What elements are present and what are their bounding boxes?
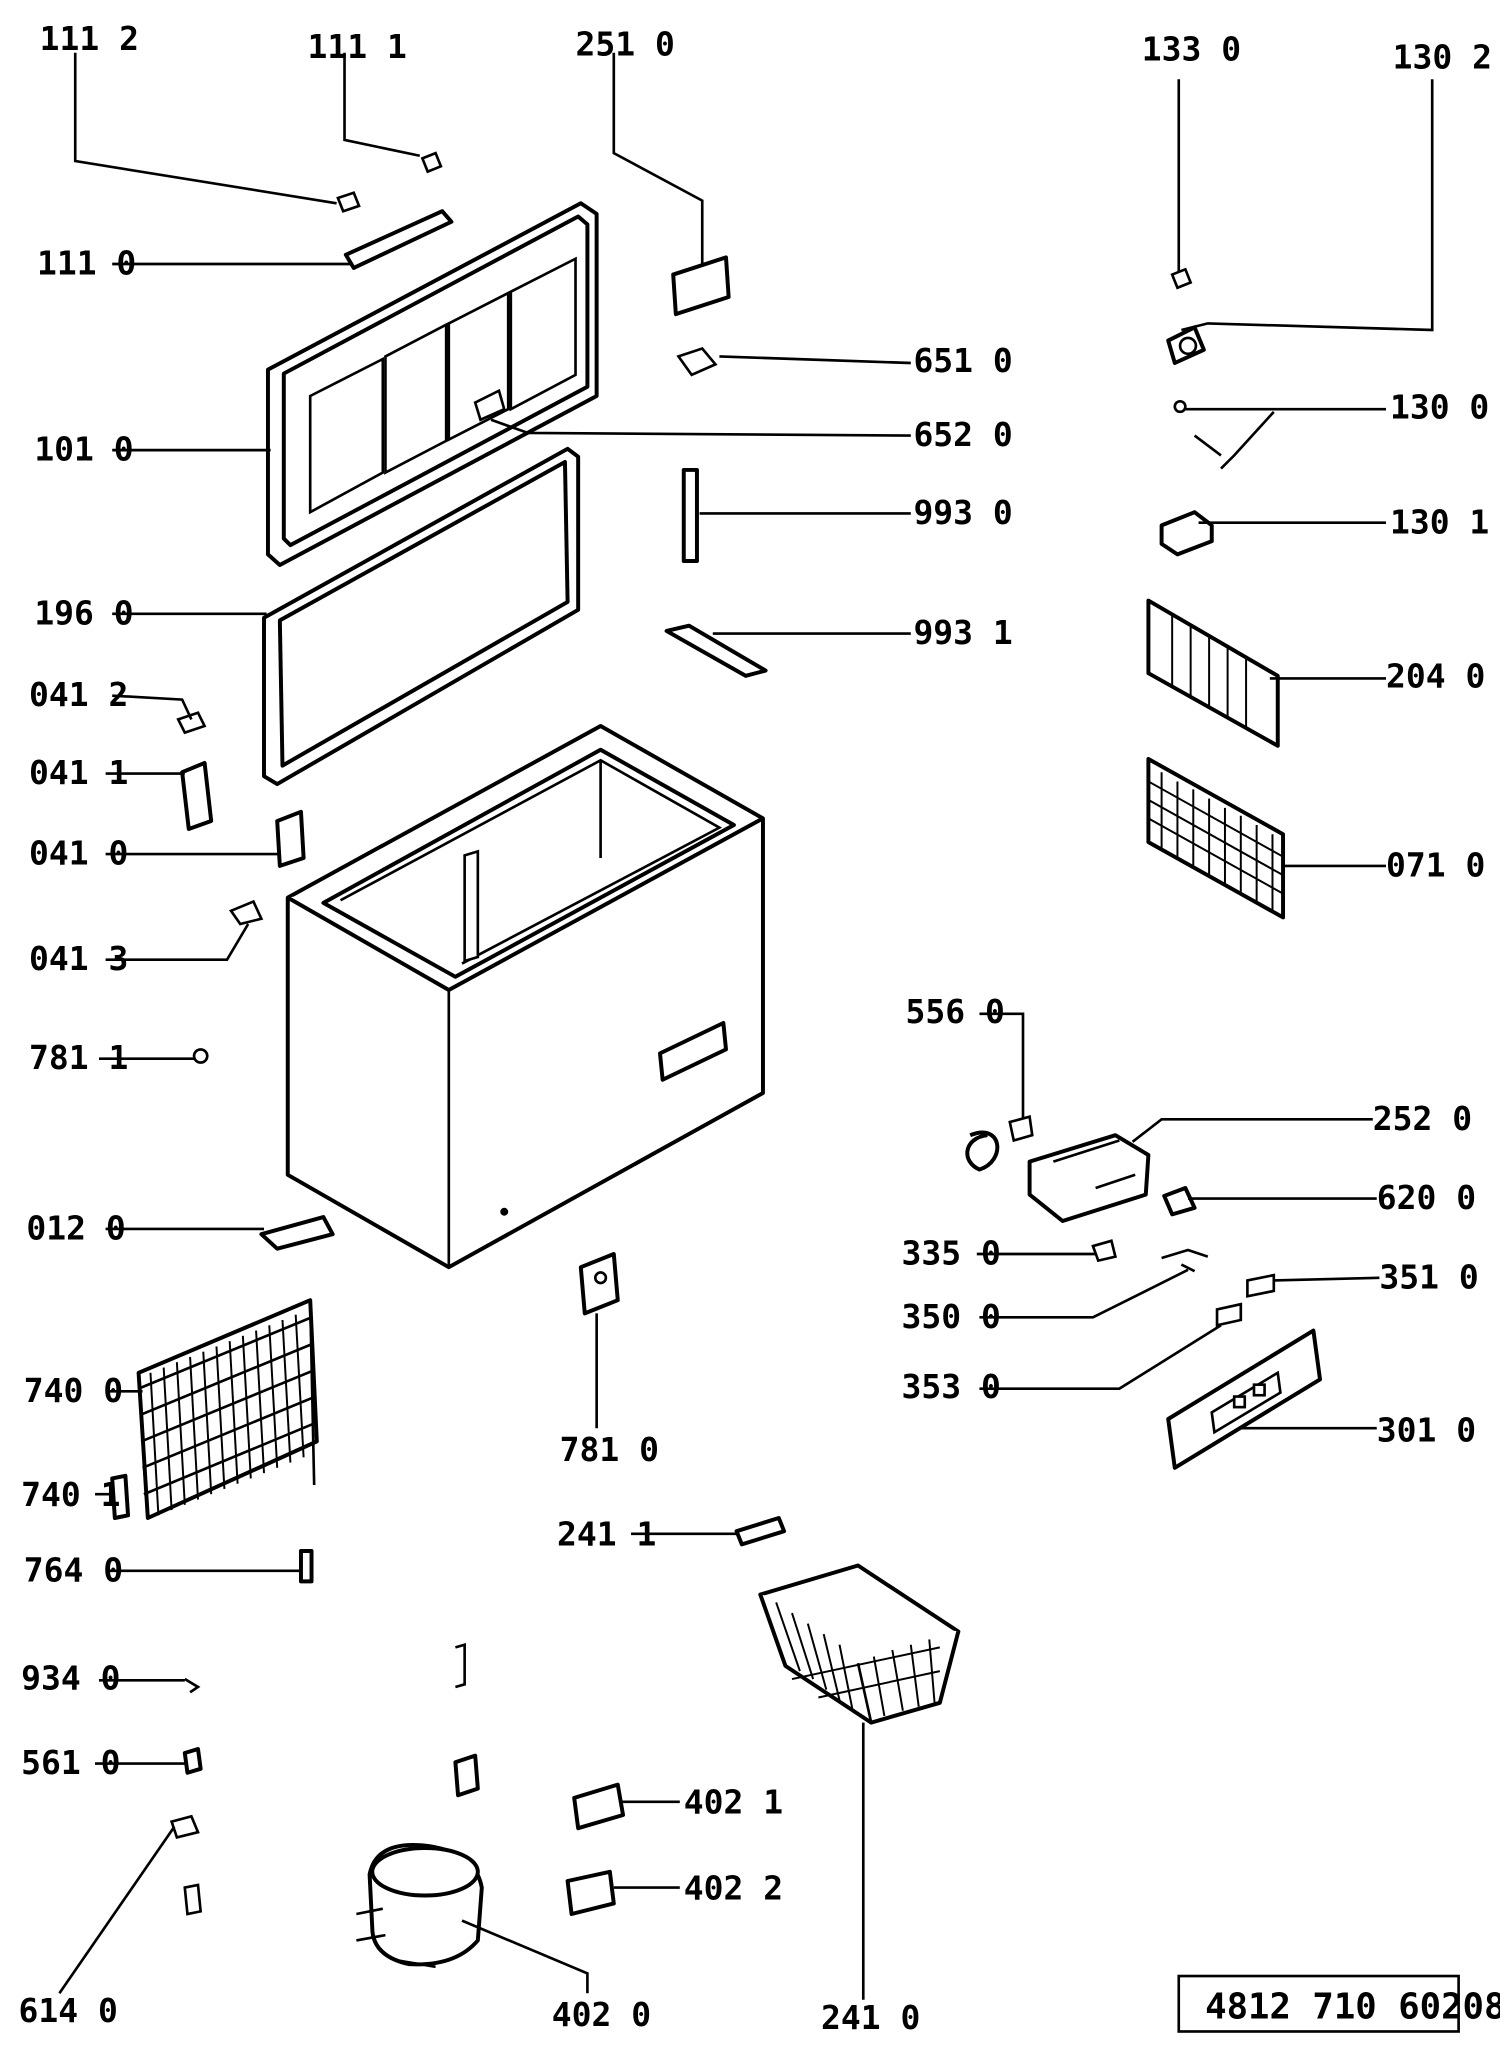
label-335-0: 335 0 [902, 1234, 1001, 1273]
label-934-0: 934 0 [21, 1659, 120, 1698]
label-993-1: 993 1 [913, 613, 1012, 652]
label-740-0: 740 0 [24, 1371, 123, 1410]
label-402-2: 402 2 [684, 1868, 783, 1907]
bottom-bracket-part [105, 1215, 335, 1251]
control-panel-part [1166, 1328, 1377, 1470]
label-012-0: 012 0 [26, 1208, 125, 1247]
label-556-0: 556 0 [906, 992, 1005, 1031]
label-652-0: 652 0 [913, 415, 1012, 454]
label-196-0: 196 0 [34, 593, 133, 632]
compressor-part [356, 1782, 680, 1994]
label-620-0: 620 0 [1377, 1178, 1476, 1217]
label-111-1: 111 1 [308, 27, 407, 66]
label-133-0: 133 0 [1142, 30, 1241, 69]
thermostat-assembly-parts [965, 1012, 1380, 1390]
label-041-2: 041 2 [29, 675, 128, 714]
label-101-0: 101 0 [34, 430, 133, 469]
label-071-0: 071 0 [1386, 845, 1485, 884]
label-111-2: 111 2 [40, 19, 139, 58]
light-assembly-parts [1159, 79, 1434, 557]
label-993-0: 993 0 [913, 493, 1012, 532]
label-130-2: 130 2 [1393, 38, 1492, 77]
label-561-0: 561 0 [21, 1743, 120, 1782]
label-111-0: 111 0 [37, 244, 136, 283]
label-130-0: 130 0 [1390, 387, 1489, 426]
label-204-0: 204 0 [1386, 657, 1485, 696]
label-350-0: 350 0 [902, 1297, 1001, 1336]
label-251-0: 251 0 [576, 24, 675, 63]
reference-number-box [1177, 1974, 1460, 2033]
label-041-0: 041 0 [29, 834, 128, 873]
evaporator-cover-part [1146, 598, 1387, 748]
lid-seal-part [112, 446, 581, 787]
label-614-0: 614 0 [18, 1991, 117, 2030]
label-781-1: 781 1 [29, 1038, 128, 1077]
lock-parts [612, 52, 911, 678]
label-351-0: 351 0 [1379, 1257, 1478, 1296]
label-764-0: 764 0 [24, 1550, 123, 1589]
label-651-0: 651 0 [913, 341, 1012, 380]
label-301-0: 301 0 [1377, 1410, 1476, 1449]
lid-handle-part [73, 52, 454, 270]
thermostat-bracket-part [578, 1252, 620, 1429]
label-041-1: 041 1 [29, 753, 128, 792]
reference-number: 4812 710 60208 [1205, 1986, 1500, 2027]
label-353-0: 353 0 [902, 1367, 1001, 1406]
label-130-1: 130 1 [1390, 502, 1489, 541]
condenser-coil-part [95, 1298, 319, 1520]
basket-part [630, 1516, 961, 2000]
label-252-0: 252 0 [1373, 1099, 1472, 1138]
hinge-parts [99, 694, 306, 1064]
freezer-cabinet-part [285, 724, 765, 1270]
grille-part [1146, 757, 1387, 920]
label-041-3: 041 3 [29, 939, 128, 978]
label-241-0: 241 0 [821, 1998, 920, 2037]
misc-small-parts-left [58, 1549, 480, 1994]
label-402-0: 402 0 [552, 1995, 651, 2034]
label-781-0: 781 0 [560, 1430, 659, 1469]
label-241-1: 241 1 [557, 1515, 656, 1554]
label-402-1: 402 1 [684, 1783, 783, 1822]
freezer-lid-part [112, 201, 911, 567]
label-740-1: 740 1 [21, 1475, 120, 1514]
